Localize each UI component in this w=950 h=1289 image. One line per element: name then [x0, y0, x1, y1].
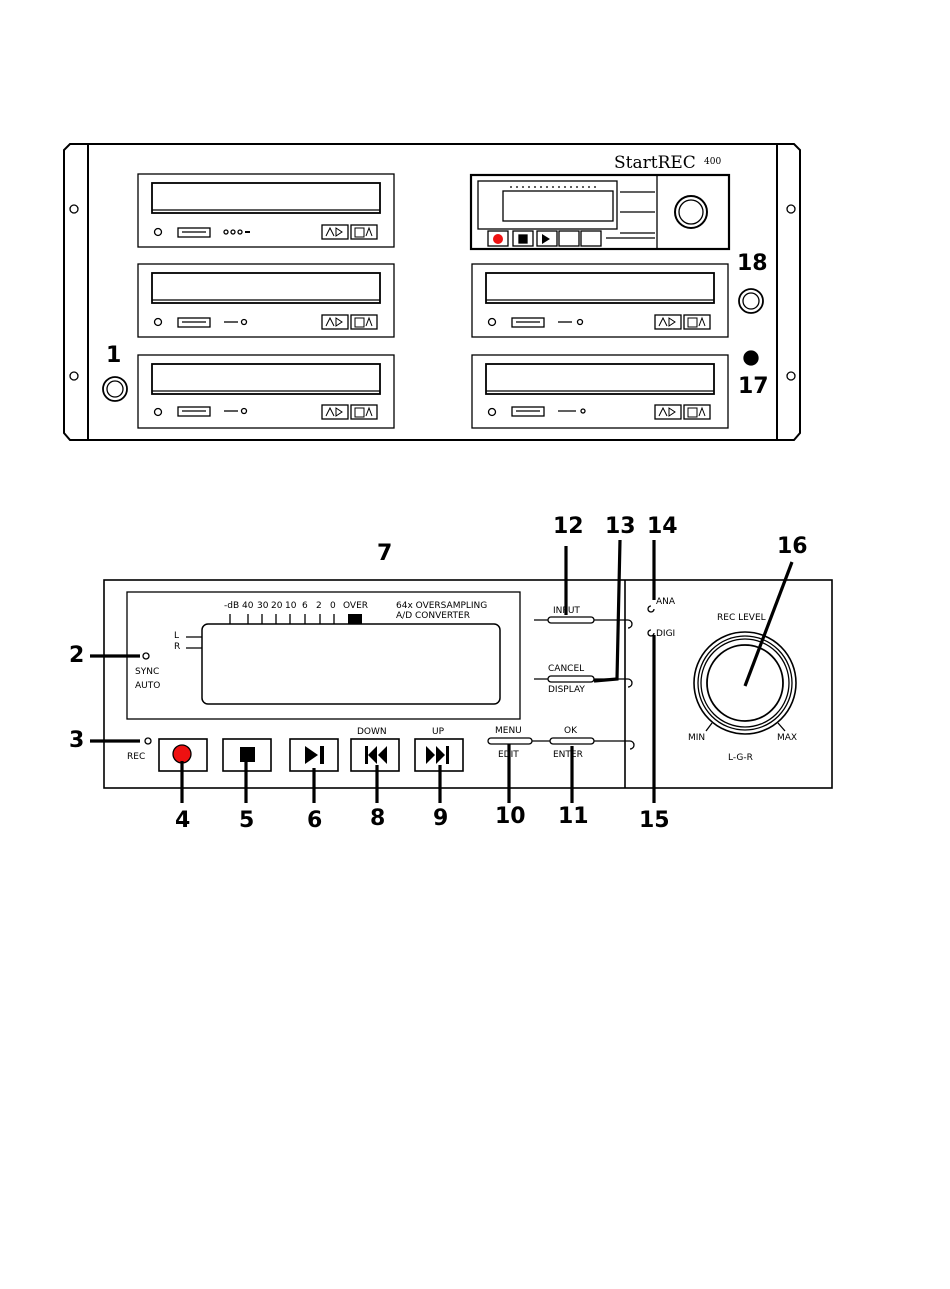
play-pause-button[interactable]	[290, 739, 338, 771]
rack-mount-hole-icon	[787, 372, 795, 380]
auto-label: AUTO	[135, 682, 160, 691]
callout-7: 7	[377, 543, 392, 565]
display-label: DISPLAY	[548, 686, 585, 695]
brand-logo-text: StartREC	[614, 155, 696, 172]
ok-enter-button[interactable]	[550, 738, 594, 744]
menu-edit-button[interactable]	[488, 738, 532, 744]
rack-unit	[64, 144, 800, 440]
max-label: MAX	[777, 734, 797, 743]
rack-mount-hole-icon	[70, 205, 78, 213]
callout-13: 13	[605, 516, 636, 538]
input-label: INPUT	[553, 607, 580, 616]
cd-drive-bay	[138, 355, 394, 428]
rec-level-label: REC LEVEL	[717, 614, 766, 623]
callout-6: 6	[307, 810, 322, 832]
callout-12: 12	[553, 516, 584, 538]
cd-drive-bay	[472, 264, 728, 337]
meter-scale-40: 40	[242, 602, 253, 611]
callout-3: 3	[69, 730, 84, 752]
callout-15: 15	[639, 810, 670, 832]
ana-led-icon	[648, 606, 654, 612]
model-number: 400	[704, 158, 721, 167]
callout-2: 2	[69, 645, 84, 667]
cd-drive-bay	[138, 264, 394, 337]
meter-scale-30: 30	[257, 602, 268, 611]
cd-drive-bay	[472, 355, 728, 428]
meter-scale-db: -dB	[224, 602, 239, 611]
down-label: DOWN	[357, 728, 387, 737]
meter-scale-2: 2	[316, 602, 322, 611]
meter-scale-10: 10	[285, 602, 296, 611]
rec-label: REC	[127, 753, 145, 762]
balance-label: L-G-R	[728, 754, 753, 763]
cancel-label: CANCEL	[548, 665, 584, 674]
callout-18: 18	[737, 253, 768, 275]
cd-drive-bay	[138, 174, 394, 247]
converter-line-2: A/D CONVERTER	[396, 612, 470, 621]
min-label: MIN	[688, 734, 705, 743]
callout-5: 5	[239, 810, 254, 832]
recorder-module-small	[471, 175, 729, 249]
callout-10: 10	[495, 806, 526, 828]
phones-jack-icon	[744, 351, 758, 365]
callout-11: 11	[558, 806, 589, 828]
callout-1: 1	[106, 345, 121, 367]
lcd-display	[202, 624, 500, 704]
down-skip-back-button[interactable]	[351, 739, 399, 771]
channel-l-label: L	[174, 632, 179, 641]
callout-14: 14	[647, 516, 678, 538]
sync-led-icon	[143, 653, 149, 659]
input-button[interactable]	[548, 617, 594, 623]
ana-label: ANA	[656, 598, 675, 607]
rack-mount-hole-icon	[70, 372, 78, 380]
meter-scale-0: 0	[330, 602, 336, 611]
callout-8: 8	[370, 808, 385, 830]
meter-scale-6: 6	[302, 602, 308, 611]
enter-label: ENTER	[553, 751, 583, 760]
callout-17: 17	[738, 376, 769, 398]
callout-9: 9	[433, 808, 448, 830]
menu-label: MENU	[495, 727, 522, 736]
sync-label: SYNC	[135, 668, 159, 677]
level-meter-ticks	[230, 614, 334, 624]
channel-r-label: R	[174, 643, 180, 652]
rack-mount-hole-icon	[787, 205, 795, 213]
digi-label: DIGI	[656, 630, 675, 639]
rec-led-icon	[145, 738, 151, 744]
meter-scale-over: OVER	[343, 602, 368, 611]
meter-scale-20: 20	[271, 602, 282, 611]
cancel-display-button[interactable]	[548, 676, 594, 682]
callout-16: 16	[777, 536, 808, 558]
ok-label: OK	[564, 727, 577, 736]
phones-level-knob-icon	[739, 289, 763, 313]
callout-4: 4	[175, 810, 190, 832]
edit-label: EDIT	[498, 751, 519, 760]
up-label: UP	[432, 728, 444, 737]
mains-power-switch-icon	[103, 377, 127, 401]
over-indicator	[348, 614, 362, 624]
converter-line-1: 64x OVERSAMPLING	[396, 602, 487, 611]
